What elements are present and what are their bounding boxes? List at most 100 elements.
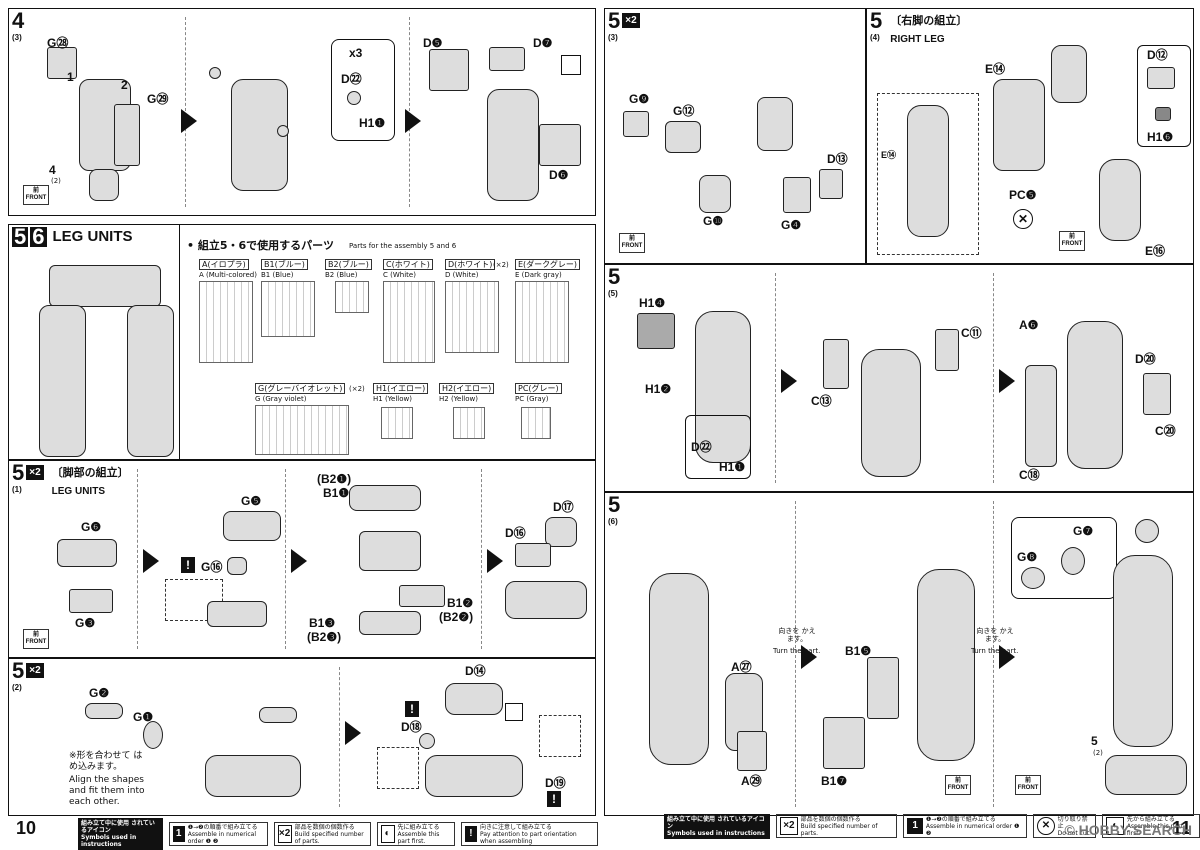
leg-assembly-2 — [917, 569, 975, 761]
label-b1-3: B1❸ — [309, 616, 336, 630]
part-h14 — [637, 313, 675, 349]
armor-part-d6 — [539, 124, 581, 166]
part-d18 — [419, 733, 435, 749]
section-5-6-parts: 5 6 LEG UNITS • 組立5・6で使用するパーツ Parts for … — [8, 224, 596, 460]
section-5-5: 5(5) H1❹ H1❷ D㉒ H1❶ C⑬ C⑪ A❻ C⑱ D⑳ C⑳ — [604, 264, 1194, 492]
detail-callout — [685, 415, 751, 479]
label-h12: H1❷ — [645, 382, 672, 396]
next-arrow — [801, 645, 817, 669]
section-header: 5(6) — [608, 492, 621, 527]
section-header: 5 6 LEG UNITS — [12, 224, 133, 249]
ankle-joint — [259, 707, 297, 723]
label-b2-2: (B2❷) — [439, 610, 474, 624]
watermark: © HOBBY SEARCH — [1064, 822, 1192, 838]
next-arrow — [999, 645, 1015, 669]
label-d7: D❼ — [533, 36, 553, 50]
armor-part-g28 — [47, 47, 77, 79]
next-arrow — [999, 369, 1015, 393]
label-c18: C⑱ — [1019, 468, 1040, 482]
detail-callout — [1137, 45, 1191, 147]
next-arrow — [405, 109, 421, 133]
label-c13: C⑬ — [811, 394, 832, 408]
next-arrow — [143, 549, 159, 573]
label-a29: A㉙ — [741, 774, 762, 788]
divider — [775, 273, 776, 483]
part-g8 — [1021, 567, 1045, 589]
section-title-en: RIGHT LEG — [890, 34, 945, 45]
part-g10 — [699, 175, 731, 213]
section-title-en: LEG UNITS — [51, 486, 105, 497]
part-g1 — [143, 721, 163, 749]
part-c11 — [935, 329, 959, 371]
label-g16: G⑯ — [201, 560, 223, 574]
section-sub: (3) — [12, 33, 22, 42]
part-g5 — [223, 511, 281, 541]
label-g5: G❺ — [241, 494, 262, 508]
label-g28: G㉘ — [47, 36, 69, 50]
part-b1-2 — [399, 585, 445, 607]
part-d13 — [819, 169, 843, 199]
label-d18: D⑱ — [401, 720, 422, 734]
label-c20: C⑳ — [1155, 424, 1176, 438]
label-g29: G㉙ — [147, 92, 169, 106]
divider — [339, 667, 340, 807]
assemble-first-icon — [561, 55, 581, 75]
leg-assembly-3 — [1113, 555, 1173, 747]
leg-assembly-3 — [1067, 321, 1123, 469]
turn-note-jp: 向きを かえます。 — [778, 627, 816, 643]
section-title-jp: 〔脚部の組立〕 — [51, 466, 129, 479]
ref-step-5: 5 — [1091, 734, 1098, 748]
section-number-5: 5 — [12, 224, 29, 249]
label-g2: G❷ — [89, 686, 110, 700]
page-number-left: 10 — [16, 818, 37, 838]
next-arrow — [345, 721, 361, 745]
part-g2 — [85, 703, 123, 719]
part-g6 — [57, 539, 117, 567]
right-leg-part — [127, 305, 174, 457]
leg-assembly — [649, 573, 709, 765]
ref-step-sub: (2) — [1093, 749, 1103, 757]
part-d17 — [545, 517, 577, 547]
divider — [285, 469, 286, 649]
divider — [179, 225, 180, 459]
divider — [137, 469, 138, 649]
detail-callout — [165, 579, 223, 621]
label-b1-2: B1❷ — [447, 596, 474, 610]
label-g9: G❾ — [629, 92, 650, 106]
section-header: 4(3) — [12, 10, 24, 43]
label-h14: H1❹ — [639, 296, 666, 310]
joint-part — [277, 125, 289, 137]
part-g3-assembled — [207, 601, 267, 627]
label-d17: D⑰ — [553, 500, 574, 514]
next-arrow — [291, 549, 307, 573]
label-d16: D⑯ — [505, 526, 526, 540]
polycap-part — [347, 91, 361, 105]
label-d13: D⑬ — [827, 152, 848, 166]
part-g9 — [623, 111, 649, 137]
knee-joint — [1051, 45, 1087, 103]
divider — [993, 273, 994, 483]
label-e14: E⑭ — [985, 62, 1006, 76]
section-5-6: 5(6) A㉗ A㉙ 向きを かえます。 Turn the part. B1❺ … — [604, 492, 1194, 816]
next-arrow — [487, 549, 503, 573]
label-g3: G❸ — [75, 616, 96, 630]
callout-box — [331, 39, 395, 141]
part-g16 — [227, 557, 247, 575]
next-arrow — [181, 109, 197, 133]
assembled-knee — [757, 97, 793, 151]
detail-callout — [1011, 517, 1117, 599]
label-e14-small: E⑭ — [881, 150, 897, 160]
label-h11: H1❶ — [359, 116, 386, 130]
note-jp: ※形を合わせて はめ込みます。 — [69, 751, 143, 772]
